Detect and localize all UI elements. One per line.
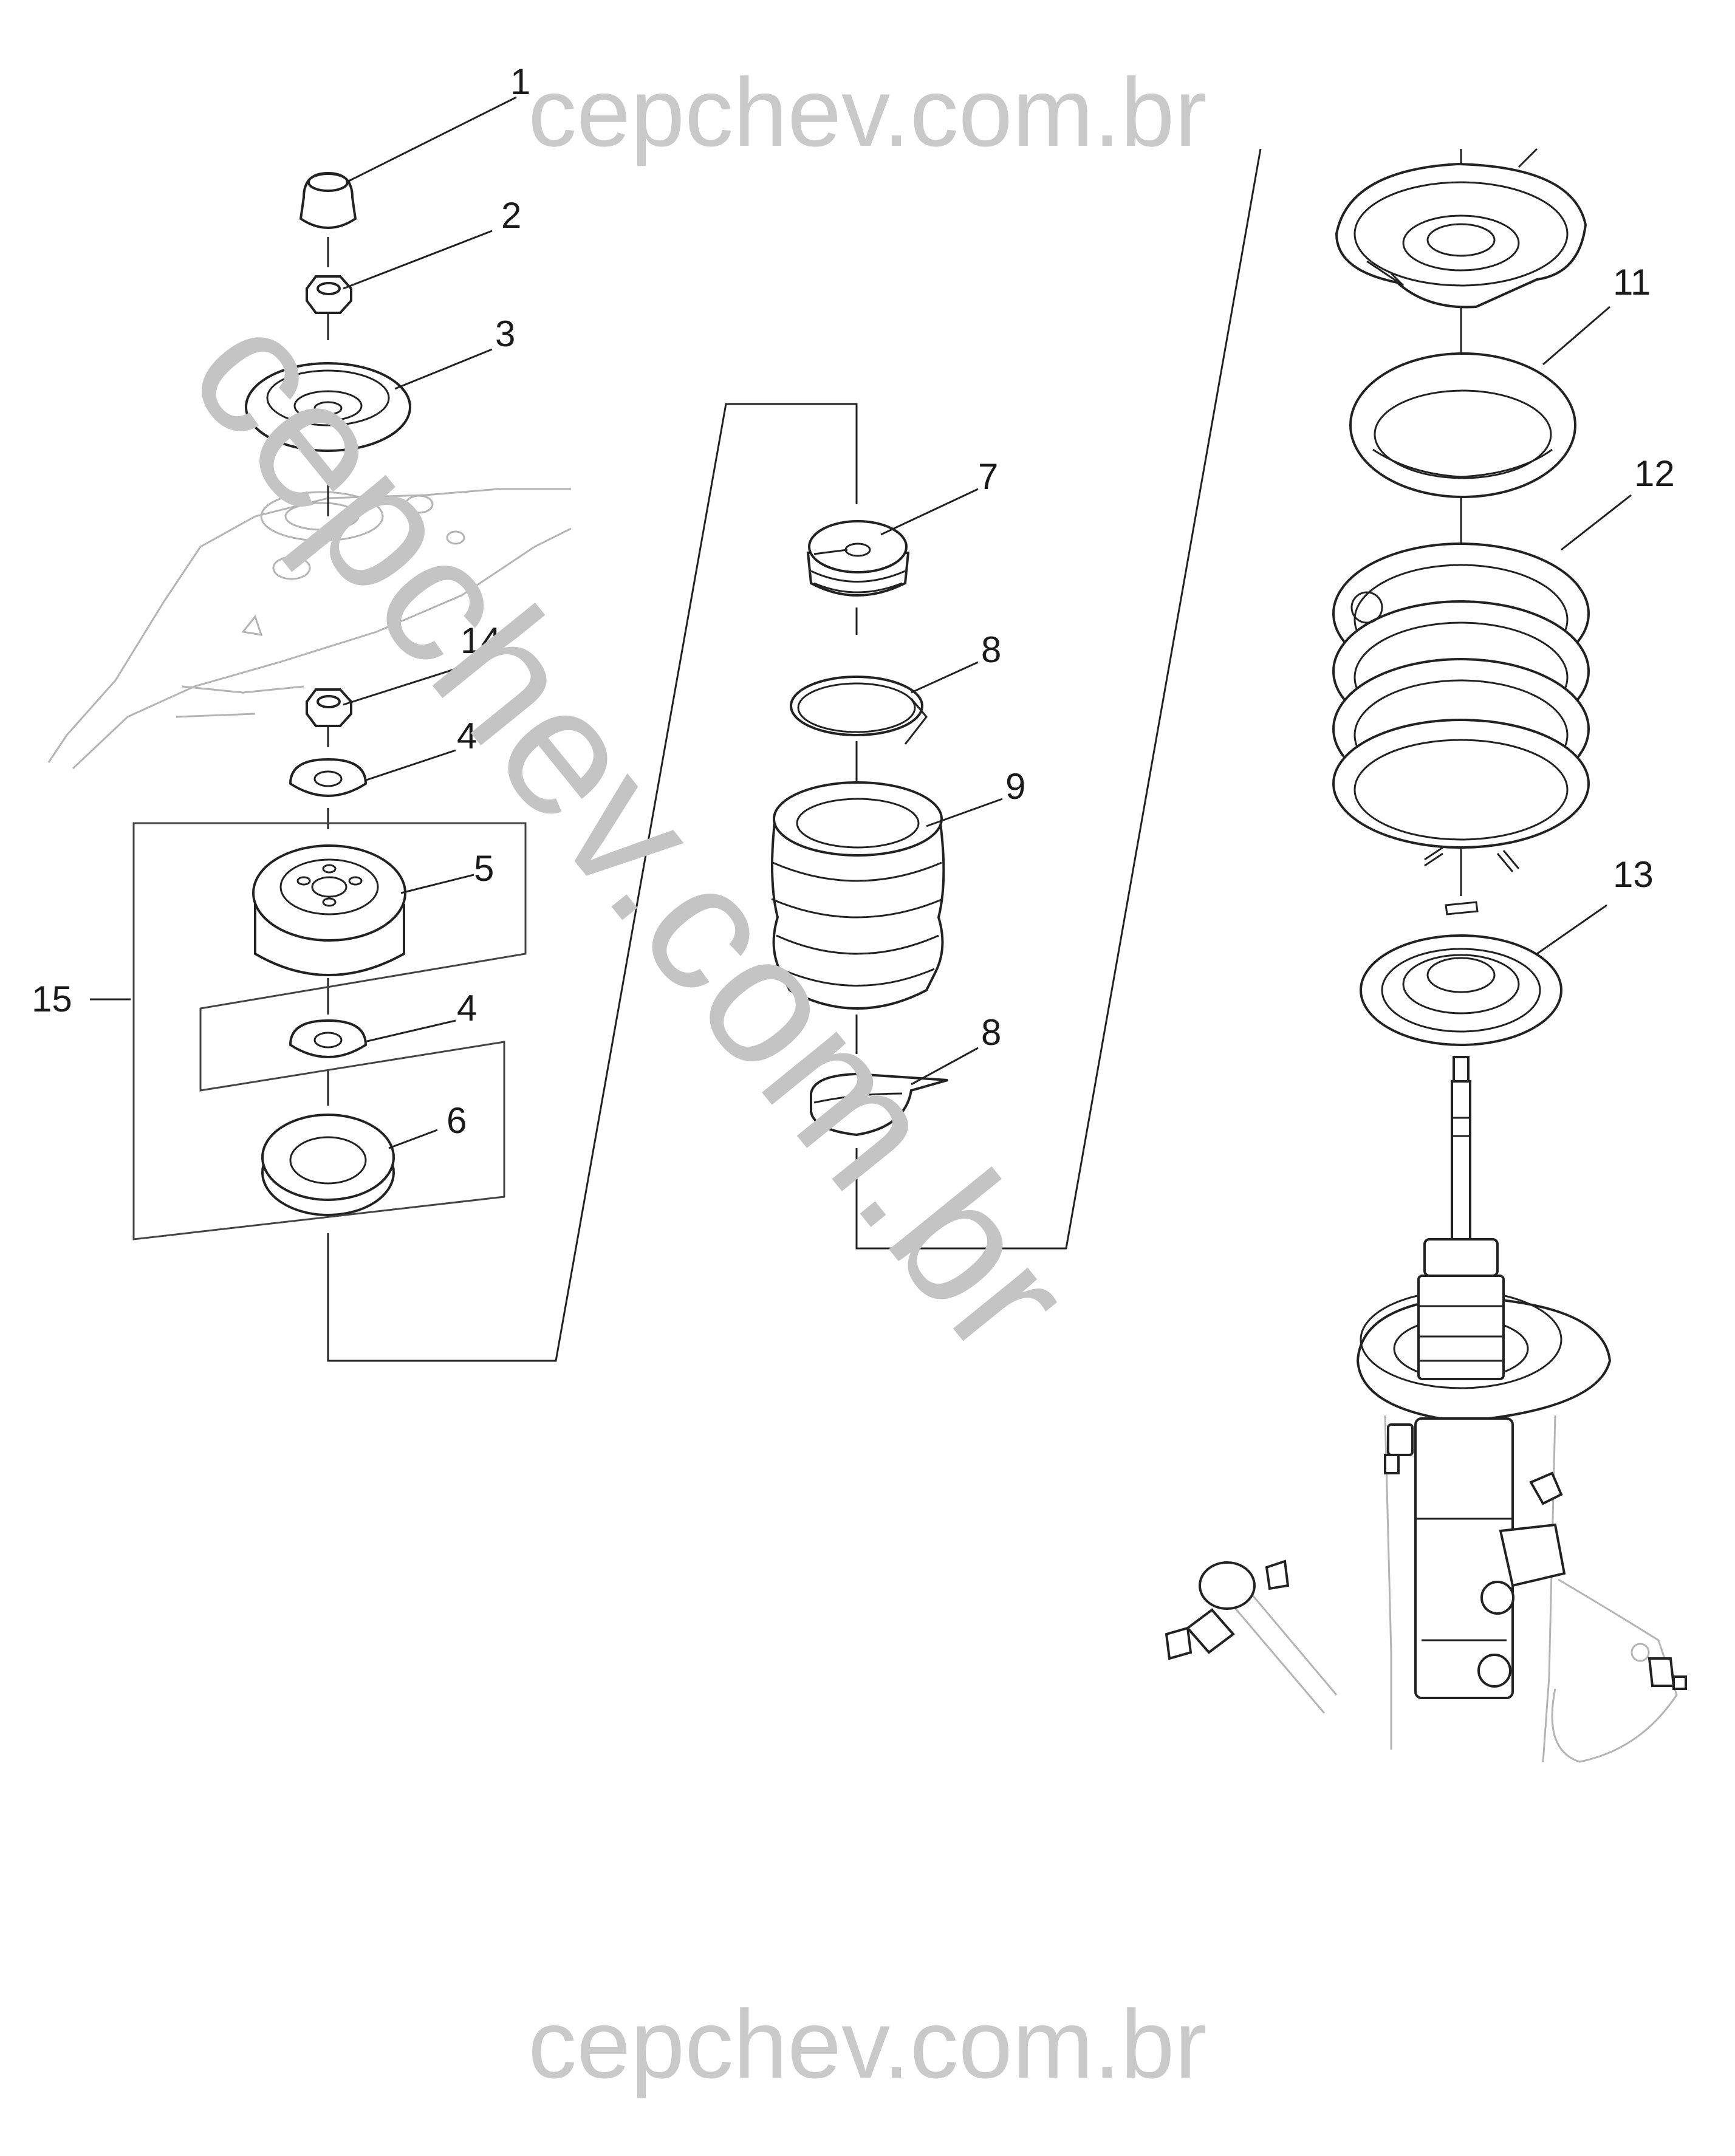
callout-4-upper: 4 [457, 716, 477, 756]
part-7-bump-stop [806, 520, 910, 597]
callout-12: 12 [1634, 453, 1675, 494]
callout-11: 11 [1613, 262, 1651, 303]
callout-9: 9 [1005, 766, 1025, 807]
strut-assembly [1356, 1056, 1687, 1763]
callout-4-lower: 4 [457, 988, 477, 1028]
part-1-cap [299, 171, 357, 229]
part-6-bearing [261, 1114, 395, 1216]
callout-8-upper: 8 [981, 629, 1001, 670]
part-12-coil-spring [1332, 542, 1590, 849]
callout-13: 13 [1613, 854, 1654, 895]
callout-2: 2 [501, 195, 521, 236]
callout-labels: 1 2 3 14 4 5 4 6 15 7 8 9 8 11 12 13 [32, 61, 1675, 1141]
part-11-upper-insulator [1349, 352, 1576, 498]
callout-15: 15 [32, 979, 72, 1019]
callout-8-lower: 8 [981, 1012, 1001, 1053]
callout-5: 5 [474, 848, 494, 889]
part-9-dust-boot [771, 781, 945, 1010]
part-4-washer-upper [289, 758, 368, 797]
part-3-plate [245, 362, 411, 452]
part-8-clamp-lower [810, 1072, 948, 1137]
callout-14: 14 [460, 620, 501, 661]
part-5-strut-mount [252, 844, 406, 976]
group-15-frame [132, 822, 527, 1241]
callout-6: 6 [447, 1100, 467, 1141]
part-13-lower-insulator [1360, 934, 1562, 1046]
upper-spring-seat [1335, 162, 1587, 309]
part-2-nut [306, 275, 352, 314]
watermark-bottom: cepchev.com.br [528, 1990, 1207, 2098]
part-4-washer-lower [289, 1019, 368, 1058]
callout-3: 3 [495, 313, 515, 354]
callout-1: 1 [510, 61, 530, 102]
leader-lines [343, 96, 1632, 1149]
watermark-diagonal: cepchev.com.br [151, 273, 1112, 1391]
watermark-top: cepchev.com.br [528, 58, 1207, 166]
retaining-clips [1424, 846, 1520, 915]
ghost-strut-tower [47, 488, 572, 770]
callout-7: 7 [978, 456, 998, 497]
part-8-clamp-upper [790, 676, 928, 745]
part-14-nut [306, 688, 352, 727]
stabilizer-link [1165, 1559, 1338, 1714]
